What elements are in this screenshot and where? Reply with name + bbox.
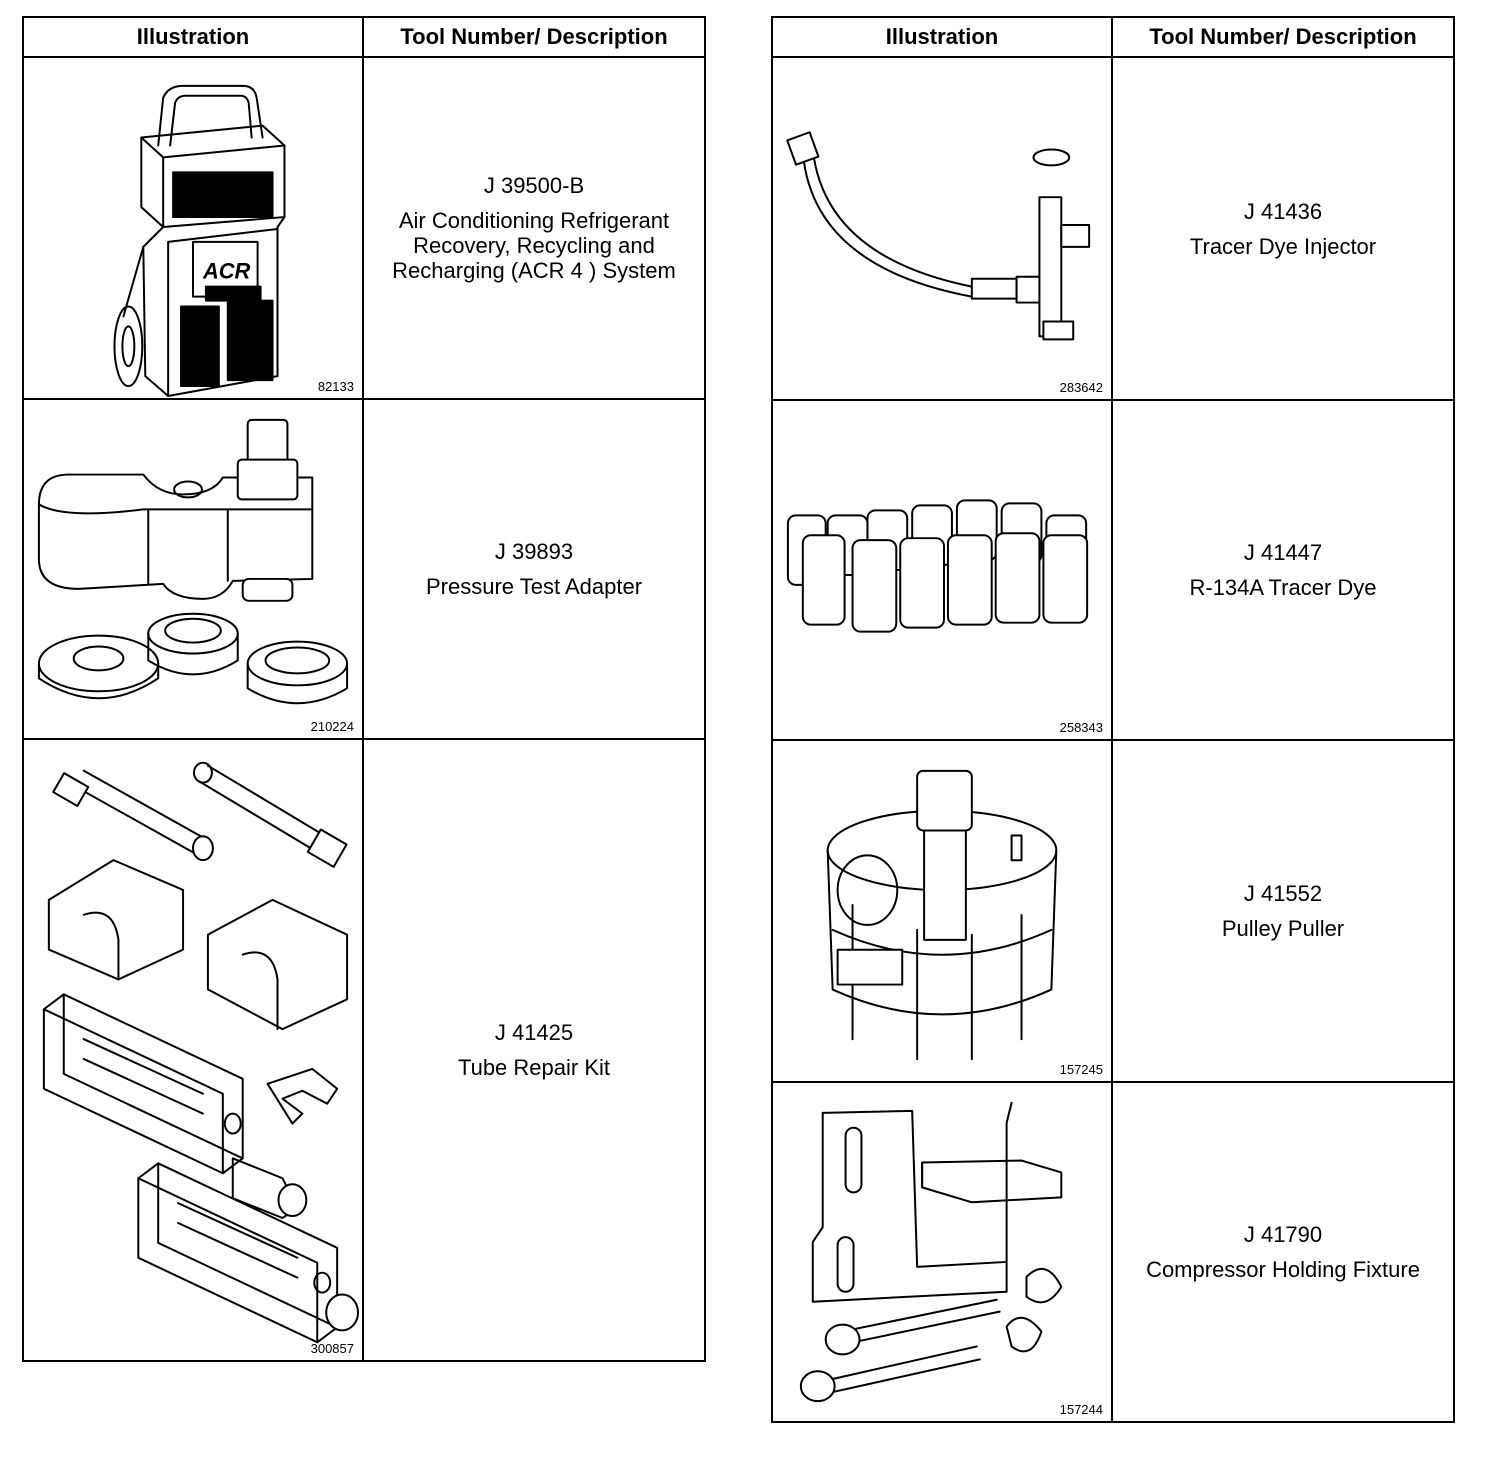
tool-number: J 41790 [1243, 1222, 1323, 1247]
figure-number: 300857 [310, 1341, 354, 1356]
tool-number: J 41552 [1243, 881, 1323, 906]
tube-repair-kit-icon [42, 761, 360, 1344]
illustration-cell: 157245 [771, 739, 1113, 1083]
table-row: 258343 J 41447 R-134A Tracer Dye [771, 399, 1455, 741]
tool-description-cell: J 39893 Pressure Test Adapter [362, 398, 706, 740]
table-row: ACR 82133 J 39500-B Air Conditioning Ref… [22, 56, 706, 400]
table-row: 210224 J 39893 Pressure Test Adapter [22, 398, 706, 740]
tool-number: J 39893 [494, 539, 574, 564]
tool-number: J 41447 [1243, 540, 1323, 565]
tool-name: R-134A Tracer Dye [1189, 575, 1377, 600]
tool-name: Pulley Puller [1221, 916, 1345, 941]
figure-number: 210224 [310, 719, 354, 734]
illustration-cell: 300857 [22, 738, 364, 1362]
tool-description-cell: J 41425 Tube Repair Kit [362, 738, 706, 1362]
tool-name: Tracer Dye Injector [1189, 233, 1377, 259]
tool-description-cell: J 41447 R-134A Tracer Dye [1111, 399, 1455, 741]
tool-description-cell: J 41790 Compressor Holding Fixture [1111, 1081, 1455, 1423]
table-row: 283642 J 41436 Tracer Dye Injector [771, 56, 1455, 401]
illustration-cell: 210224 [22, 398, 364, 740]
dye-injector-icon [786, 131, 1091, 341]
illustration-header: Illustration [771, 16, 1113, 58]
tool-number: J 41425 [494, 1020, 574, 1045]
illustration-cell: 258343 [771, 399, 1113, 741]
figure-number: 283642 [1059, 380, 1103, 395]
illustration-cell: 157244 [771, 1081, 1113, 1423]
figure-number: 82133 [317, 379, 354, 394]
illustration-cell: ACR 82133 [22, 56, 364, 400]
pulley-puller-icon [826, 769, 1058, 1061]
tool-name: Air Conditioning Refrigerant Recovery, R… [392, 208, 676, 283]
tool-description-cell: J 41552 Pulley Puller [1111, 739, 1455, 1083]
illustration-cell: 283642 [771, 56, 1113, 401]
right-tool-table: Illustration Tool Number/ Description 28… [771, 16, 1455, 1423]
svg-text:ACR: ACR [202, 259, 251, 284]
tool-description-header: Tool Number/ Description [362, 16, 706, 58]
figure-number: 157244 [1059, 1402, 1103, 1417]
tool-number: J 41436 [1243, 198, 1323, 224]
tool-description-cell: J 41436 Tracer Dye Injector [1111, 56, 1455, 401]
table-row: 157244 J 41790 Compressor Holding Fixtur… [771, 1081, 1455, 1423]
figure-number: 258343 [1059, 720, 1103, 735]
figure-number: 157245 [1059, 1062, 1103, 1077]
tool-description-header: Tool Number/ Description [1111, 16, 1455, 58]
tool-number: J 39500-B [483, 173, 585, 198]
left-tool-table: Illustration Tool Number/ Description AC… [22, 16, 706, 1362]
illustration-header: Illustration [22, 16, 364, 58]
acr-machine-icon: ACR [113, 84, 286, 397]
table-row: 300857 J 41425 Tube Repair Kit [22, 738, 706, 1362]
tool-description-cell: J 39500-B Air Conditioning Refrigerant R… [362, 56, 706, 400]
tool-name: Compressor Holding Fixture [1146, 1257, 1420, 1282]
tool-name: Tube Repair Kit [457, 1055, 611, 1080]
tool-name: Pressure Test Adapter [425, 574, 643, 599]
table-row: 157245 J 41552 Pulley Puller [771, 739, 1455, 1083]
pressure-adapter-icon [37, 418, 349, 705]
holding-fixture-icon [799, 1101, 1063, 1403]
dye-bottles-icon [786, 499, 1089, 633]
